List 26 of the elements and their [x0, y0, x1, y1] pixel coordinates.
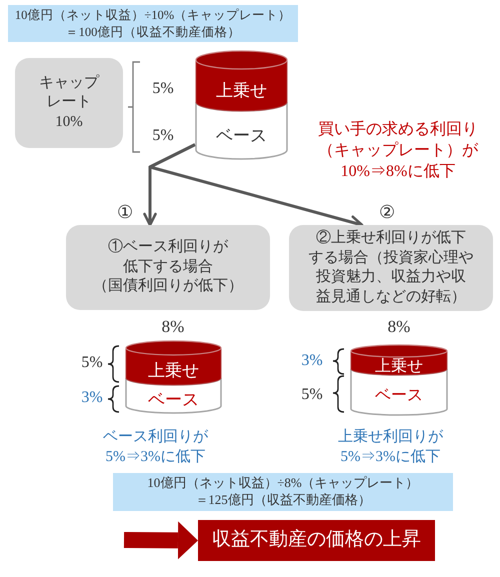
segment-label: 上乗せ	[148, 360, 199, 382]
segment-label: 上乗せ	[216, 80, 267, 102]
segment-label: ベース	[216, 126, 267, 146]
cylinder	[125, 340, 222, 414]
note-text: 買い手の求める利回り（キャップレート）が10%⇒8%に低下	[317, 120, 480, 182]
percent-label: 3%	[80, 388, 104, 408]
formula-box: 10億円（ネット収益）÷10%（キャップレート）＝100億円（収益不動産価格）	[8, 5, 298, 42]
percent-label: 8%	[160, 316, 186, 338]
segment-label: ベース	[148, 390, 199, 410]
cap-rate-box: キャップレート10%	[15, 58, 123, 148]
caption: 上乗せ利回りが5%⇒3%に低下	[337, 428, 444, 466]
percent-label: 5%	[300, 385, 324, 405]
callout-number: ①	[116, 201, 134, 224]
percent-label: 5%	[151, 126, 175, 146]
percent-label: 5%	[80, 353, 104, 373]
result-box: 収益不動産の価格の上昇	[198, 520, 435, 561]
percent-label: 3%	[300, 351, 324, 371]
formula-box: 10億円（ネット収益）÷8%（キャップレート）＝125億円（収益不動産価格）	[113, 473, 453, 511]
cylinder	[195, 50, 288, 160]
case-box: ②上乗せ利回りが低下する場合（投資家心理や投資魅力、収益力や収益見通しなどの好転）	[289, 225, 493, 311]
percent-label: 8%	[386, 316, 412, 338]
block-arrow	[124, 521, 198, 560]
case-box: ①ベース利回りが低下する場合（国債利回りが低下）	[66, 225, 270, 310]
callout-number: ②	[378, 201, 396, 224]
caption: ベース利回りが5%⇒3%に低下	[102, 428, 209, 466]
percent-label: 5%	[151, 79, 175, 99]
